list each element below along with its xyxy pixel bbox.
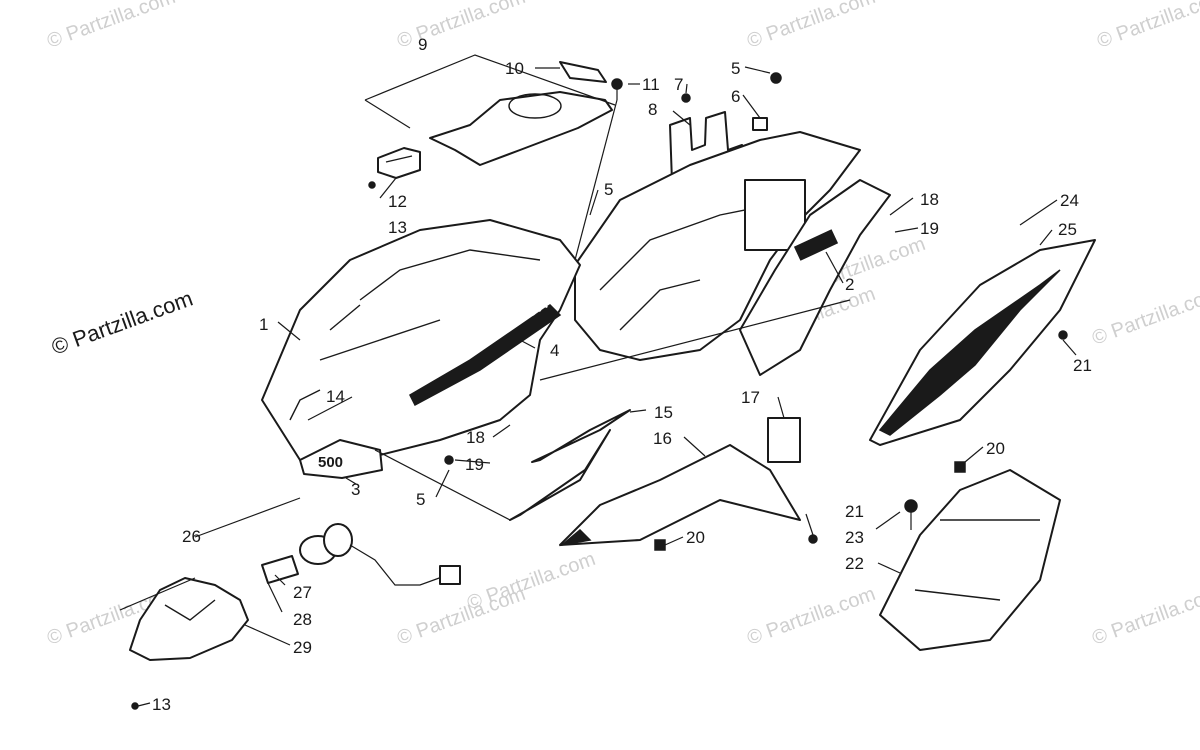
part-front-body-1 bbox=[261, 219, 581, 471]
part-wire-harness bbox=[349, 544, 443, 586]
callout-9: 9 bbox=[418, 35, 427, 54]
watermark: © Partzilla.com bbox=[744, 0, 878, 53]
callout-25: 25 bbox=[1058, 220, 1077, 239]
leader-lines bbox=[119, 54, 1077, 707]
watermark: © Partzilla.com bbox=[464, 548, 598, 615]
callout-1: 1 bbox=[259, 315, 268, 334]
callout-17: 17 bbox=[741, 388, 760, 407]
callout-21-left: 21 bbox=[845, 502, 864, 521]
callout-15: 15 bbox=[654, 403, 673, 422]
callout-5-mid: 5 bbox=[604, 180, 613, 199]
part-decal-17 bbox=[767, 417, 801, 463]
part-bulb-28 bbox=[261, 555, 299, 584]
callout-12: 12 bbox=[388, 192, 407, 211]
callout-5-top: 5 bbox=[731, 59, 740, 78]
callout-5-bottom: 5 bbox=[416, 490, 425, 509]
callout-16: 16 bbox=[653, 429, 672, 448]
part-stripe-15 bbox=[531, 409, 631, 463]
callout-10: 10 bbox=[505, 59, 524, 78]
callout-23: 23 bbox=[845, 528, 864, 547]
watermark: © Partzilla.com bbox=[44, 0, 178, 53]
callout-20-left: 20 bbox=[686, 528, 705, 547]
callout-24: 24 bbox=[1060, 191, 1079, 210]
callout-3: 3 bbox=[351, 480, 360, 499]
part-fastener-19-left bbox=[444, 455, 454, 465]
part-bolt-5-top bbox=[770, 72, 782, 84]
callout-28: 28 bbox=[293, 610, 312, 629]
part-top-cover-opening bbox=[508, 93, 562, 119]
callout-27: 27 bbox=[293, 583, 312, 602]
part-rear-graphic-25 bbox=[878, 269, 1061, 436]
watermark: © Partzilla.com bbox=[1089, 283, 1200, 350]
part-fastener-21-left bbox=[808, 534, 818, 544]
callout-13-bottom: 13 bbox=[152, 695, 171, 714]
callout-29: 29 bbox=[293, 638, 312, 657]
watermark: © Partzilla.com bbox=[744, 583, 878, 650]
part-screw-11 bbox=[611, 78, 623, 100]
part-storage-tray-22 bbox=[879, 469, 1061, 651]
part-top-cover bbox=[429, 91, 613, 166]
part-fastener-7 bbox=[681, 93, 691, 103]
part-screw-13-bottom bbox=[131, 702, 139, 710]
callout-18-left: 18 bbox=[466, 428, 485, 447]
callout-22: 22 bbox=[845, 554, 864, 573]
callout-11: 11 bbox=[642, 75, 660, 94]
callout-8: 8 bbox=[648, 100, 657, 119]
model-decal: 500 bbox=[318, 454, 343, 471]
part-clip-20-left bbox=[654, 539, 666, 551]
callout-14: 14 bbox=[326, 387, 345, 406]
part-gauge-12 bbox=[377, 147, 421, 179]
callout-4: 4 bbox=[550, 341, 559, 360]
callout-19-left: 19 bbox=[465, 455, 484, 474]
callout-18-right: 18 bbox=[920, 190, 939, 209]
part-screw-13-top bbox=[368, 181, 376, 189]
part-fastener-21-right bbox=[1058, 330, 1068, 340]
part-frame-14 bbox=[289, 389, 321, 421]
callout-7: 7 bbox=[674, 75, 683, 94]
part-front-fender-16 bbox=[559, 444, 801, 546]
callout-21-right: 21 bbox=[1073, 356, 1092, 375]
callouts: 1 2 3 4 5 5 5 6 7 8 9 10 11 12 13 13 14 … bbox=[152, 35, 1092, 714]
part-decal-10 bbox=[559, 61, 607, 83]
watermark: © Partzilla.com bbox=[1094, 0, 1200, 53]
part-right-side-panel bbox=[739, 179, 891, 376]
watermark-large: © Partzilla.com bbox=[48, 286, 196, 360]
callout-19-right: 19 bbox=[920, 219, 939, 238]
callout-20-right: 20 bbox=[986, 439, 1005, 458]
part-side-decal-4 bbox=[409, 304, 562, 407]
part-model-plate-3 bbox=[299, 439, 383, 479]
callout-2: 2 bbox=[845, 275, 854, 294]
callout-6: 6 bbox=[731, 87, 740, 106]
part-screw-23 bbox=[904, 499, 918, 530]
watermark: © Partzilla.com bbox=[1089, 583, 1200, 650]
part-clip-20-right bbox=[954, 461, 966, 473]
part-nut-6 bbox=[752, 117, 768, 131]
watermark: © Partzilla.com bbox=[394, 0, 528, 53]
parts: ARCTIC CAT 500 bbox=[129, 61, 1096, 710]
callout-13-top: 13 bbox=[388, 218, 407, 237]
callout-26: 26 bbox=[182, 527, 201, 546]
